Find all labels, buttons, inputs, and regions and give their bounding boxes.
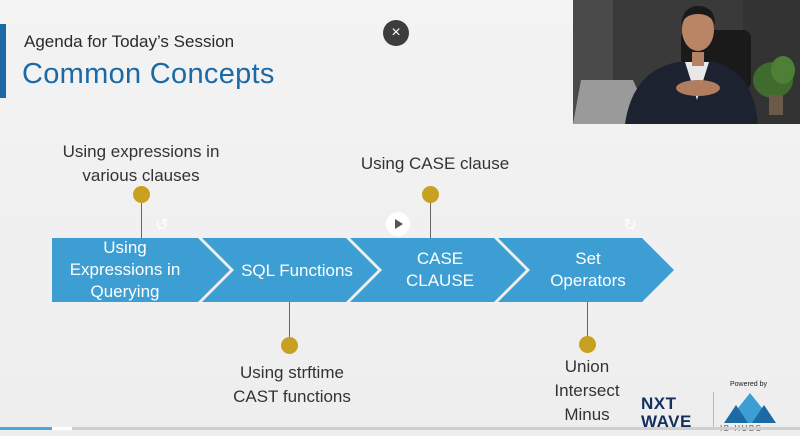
video-progress-played (0, 427, 52, 430)
timeline-stem-4 (587, 302, 588, 336)
timeline-dot-4 (579, 336, 596, 353)
forward-button[interactable]: ↻ (620, 216, 640, 236)
video-progress-buffered (52, 427, 72, 430)
timeline-arrow-3 (350, 238, 526, 302)
close-button[interactable]: × (383, 20, 409, 46)
timeline-arrow-1 (52, 238, 230, 302)
timeline-item-2-label: SQL Functions (241, 261, 353, 280)
timeline-item-4-label: Set Operators (550, 249, 626, 290)
play-button[interactable] (386, 212, 410, 236)
timeline-note-2: Using strftime CAST functions (233, 363, 351, 406)
timeline-dot-2 (281, 337, 298, 354)
presenter-webcam (573, 0, 800, 124)
timeline-arrow-2 (202, 238, 378, 302)
brand-divider (713, 392, 714, 428)
nxtwave-logo: NXT WAVE (641, 395, 692, 431)
timeline-dot-3 (422, 186, 439, 203)
agenda-subtitle: Agenda for Today’s Session (24, 32, 235, 51)
timeline-item-3-label: CASE CLAUSE (405, 249, 475, 290)
timeline-arrow-4 (498, 238, 674, 302)
rewind-button[interactable]: ↺ (152, 216, 172, 236)
presenter-video (573, 0, 800, 124)
slide-title: Common Concepts (22, 58, 275, 90)
timeline-note-1: Using expressions in various clauses (62, 142, 220, 185)
timeline-stem-2 (289, 302, 290, 342)
ib-hubs-logo-icon (724, 393, 776, 423)
timeline-item-1-label: Using Expressions in Querying (69, 238, 181, 301)
timeline-dot-1 (133, 186, 150, 203)
forward-icon: ↻ (623, 217, 637, 234)
video-progress-bar[interactable] (0, 427, 800, 430)
nxtwave-logo-nxt: NXT (641, 394, 677, 413)
timeline-note-4: Union Intersect Minus (554, 357, 620, 424)
powered-by-text: Powered by (730, 381, 767, 388)
accent-bar (0, 24, 6, 98)
timeline-stem-3 (430, 202, 431, 240)
nxtwave-logo-wave: WAVE (641, 412, 692, 431)
timeline-note-3: Using CASE clause (360, 154, 510, 173)
rewind-icon: ↺ (155, 217, 169, 234)
timeline-stem-1 (141, 202, 142, 240)
close-icon: × (391, 24, 401, 41)
